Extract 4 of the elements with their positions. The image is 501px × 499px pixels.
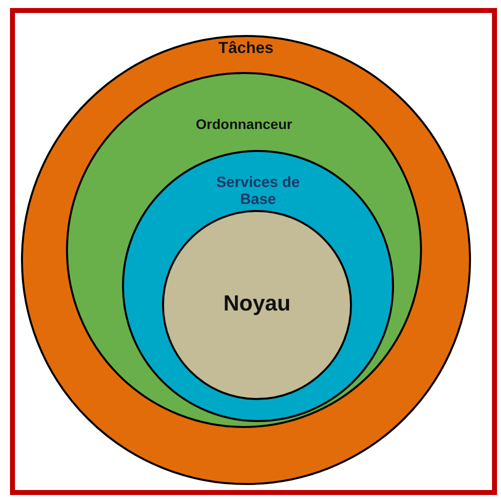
layer-label: Services de Base [215, 174, 301, 208]
layer-label: Ordonnanceur [194, 116, 294, 132]
layer-label: Tâches [217, 40, 275, 58]
layer-label: Noyau [222, 290, 292, 317]
